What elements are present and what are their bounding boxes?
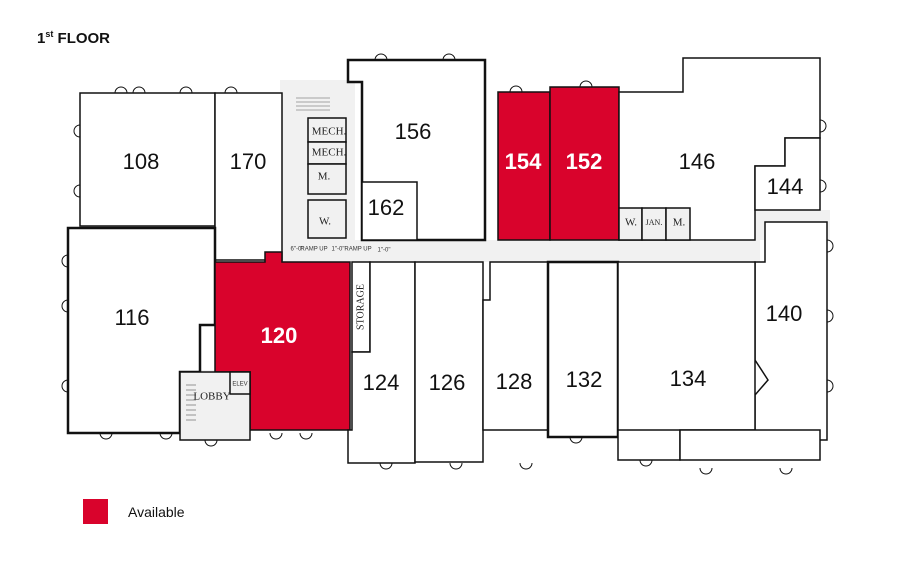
- label-storage: STORAGE: [355, 284, 366, 330]
- main-corridor: [280, 240, 760, 262]
- label-mech-1: MECH.: [312, 126, 347, 138]
- room-154-available[interactable]: [497, 91, 551, 241]
- door-swings: [61, 53, 834, 475]
- room-128[interactable]: [482, 261, 549, 431]
- mech-room-1[interactable]: [307, 117, 347, 143]
- room-label-152: 152: [566, 149, 603, 174]
- room-label-170: 170: [230, 149, 267, 174]
- room-label-108: 108: [123, 149, 160, 174]
- label-janitor: JAN.: [646, 218, 663, 227]
- room-label-132: 132: [566, 367, 603, 392]
- room-label-116: 116: [114, 305, 149, 330]
- room-124[interactable]: [347, 261, 416, 464]
- room-126[interactable]: [414, 261, 484, 463]
- room-label-124: 124: [363, 370, 400, 395]
- room-108[interactable]: [79, 92, 216, 227]
- ramp-up-1: RAMP UP: [300, 247, 327, 253]
- label-lobby: LOBBY: [193, 391, 230, 403]
- floor-title: 1st FLOOR: [37, 29, 111, 47]
- room-label-162: 162: [368, 195, 405, 220]
- legend-available-label: Available: [128, 503, 185, 520]
- dimension-2: 1"-0": [332, 247, 345, 253]
- room-132[interactable]: [546, 260, 620, 439]
- room-170[interactable]: [214, 92, 283, 261]
- ramp-up-2: RAMP UP: [344, 247, 371, 253]
- room-label-120: 120: [261, 323, 298, 348]
- elevator[interactable]: [229, 371, 251, 395]
- label-mech-2: MECH.: [312, 147, 347, 159]
- stairs: [186, 97, 330, 421]
- room-162[interactable]: [361, 181, 418, 241]
- legend-available-swatch: [83, 499, 108, 524]
- room-label-154: 154: [505, 149, 542, 174]
- womens-restroom-1[interactable]: [307, 199, 347, 239]
- mens-restroom-1[interactable]: [307, 163, 347, 195]
- label-womens-1: W.: [319, 216, 331, 228]
- label-mens-1: M.: [318, 171, 331, 183]
- room-134-porch: [618, 429, 821, 461]
- label-mens-2: M.: [673, 217, 686, 229]
- dimension-3: 1"-0": [378, 248, 391, 254]
- label-womens-2: W.: [625, 217, 637, 229]
- mens-restroom-2[interactable]: [665, 207, 691, 241]
- room-label-146: 146: [679, 149, 716, 174]
- dimension-1: 6"-0": [291, 247, 304, 253]
- room-label-134: 134: [670, 366, 707, 391]
- room-label-140: 140: [766, 301, 803, 326]
- room-label-144: 144: [767, 174, 804, 199]
- room-140[interactable]: [754, 221, 828, 441]
- room-label-128: 128: [496, 369, 533, 394]
- room-144[interactable]: [754, 137, 821, 211]
- legend: Available: [83, 499, 185, 524]
- room-label-156: 156: [395, 119, 432, 144]
- room-label-126: 126: [429, 370, 466, 395]
- label-elevator: ELEV: [232, 382, 247, 388]
